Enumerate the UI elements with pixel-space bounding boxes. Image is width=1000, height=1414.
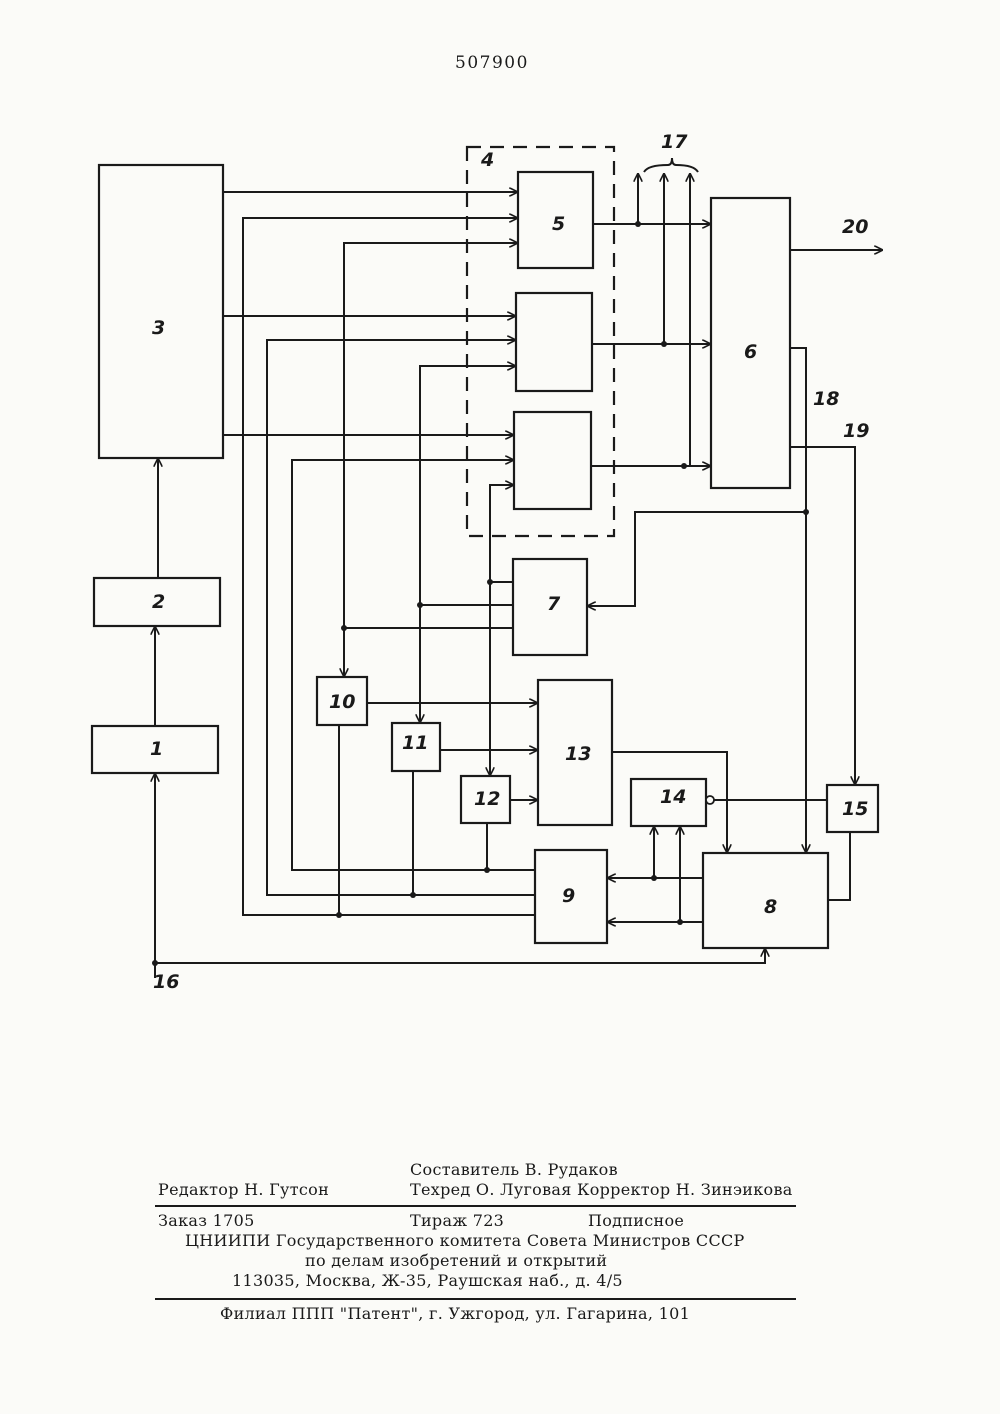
- techred-corrector-line: Техред О. Луговая Корректор Н. Зинэикова: [410, 1180, 793, 1199]
- block-label-6: 6: [744, 341, 757, 363]
- block-label-10: 10: [329, 691, 355, 713]
- junction: [341, 625, 347, 631]
- line-label-16: 16: [153, 971, 179, 993]
- junction: [651, 875, 657, 881]
- block-label-3: 3: [152, 317, 165, 339]
- block-label-1: 1: [150, 738, 163, 760]
- junction: [661, 341, 667, 347]
- brace-17: [644, 158, 698, 172]
- junction: [635, 221, 641, 227]
- block-label-2: 2: [152, 591, 165, 613]
- block-switch-c: [514, 412, 591, 509]
- block-label-13: 13: [565, 743, 591, 765]
- junction: [487, 579, 493, 585]
- junction: [410, 892, 416, 898]
- block-label-12: 12: [474, 788, 500, 810]
- junction: [336, 912, 342, 918]
- org-line-1: ЦНИИПИ Государственного комитета Совета …: [185, 1231, 745, 1250]
- line-label-20: 20: [842, 216, 868, 238]
- org-line-2: по делам изобретений и открытий: [305, 1251, 607, 1270]
- divider-bottom: [155, 1298, 796, 1300]
- block-switch-b: [516, 293, 592, 391]
- line-label-18: 18: [813, 388, 839, 410]
- circulation-line: Тираж 723: [410, 1211, 504, 1230]
- line-label-17: 17: [661, 131, 688, 153]
- order-line: Заказ 1705: [158, 1211, 255, 1230]
- junction: [484, 867, 490, 873]
- group-label-4: 4: [480, 149, 494, 171]
- inversion-circle: [706, 796, 714, 804]
- line-label-19: 19: [843, 420, 869, 442]
- address-line: 113035, Москва, Ж-35, Раушская наб., д. …: [232, 1271, 623, 1290]
- block-label-15: 15: [842, 798, 868, 820]
- junction: [677, 919, 683, 925]
- junction: [681, 463, 687, 469]
- wire-18-6-to-8: [790, 348, 806, 852]
- editor-line: Редактор Н. Гутсон: [158, 1180, 329, 1199]
- wire-16-to-8: [155, 949, 765, 963]
- block-label-7: 7: [547, 593, 561, 615]
- block-label-5: 5: [552, 213, 565, 235]
- junction: [803, 509, 809, 515]
- wire-7-to-switch-c: [490, 485, 513, 582]
- bus-9-to-switch-b: [267, 340, 534, 895]
- block-diagram: 3 2 1 4 5 6 7 10 11 12 13 14 15 9 8 16 1…: [0, 0, 1000, 1010]
- wire-19-6-to-15: [790, 447, 855, 784]
- wire-18-to-7: [588, 512, 806, 606]
- block-label-14: 14: [660, 786, 686, 808]
- subscription-line: Подписное: [588, 1211, 684, 1230]
- junction: [417, 602, 423, 608]
- junction: [152, 960, 158, 966]
- block-label-9: 9: [562, 885, 575, 907]
- block-label-8: 8: [764, 896, 777, 918]
- block-3: [99, 165, 223, 458]
- divider-top: [155, 1205, 796, 1207]
- block-label-11: 11: [402, 732, 428, 754]
- wire-8-to-15: [828, 832, 850, 900]
- branch-line: Филиал ППП "Патент", г. Ужгород, ул. Гаг…: [220, 1304, 690, 1323]
- compiler-line: Составитель В. Рудаков: [410, 1160, 618, 1179]
